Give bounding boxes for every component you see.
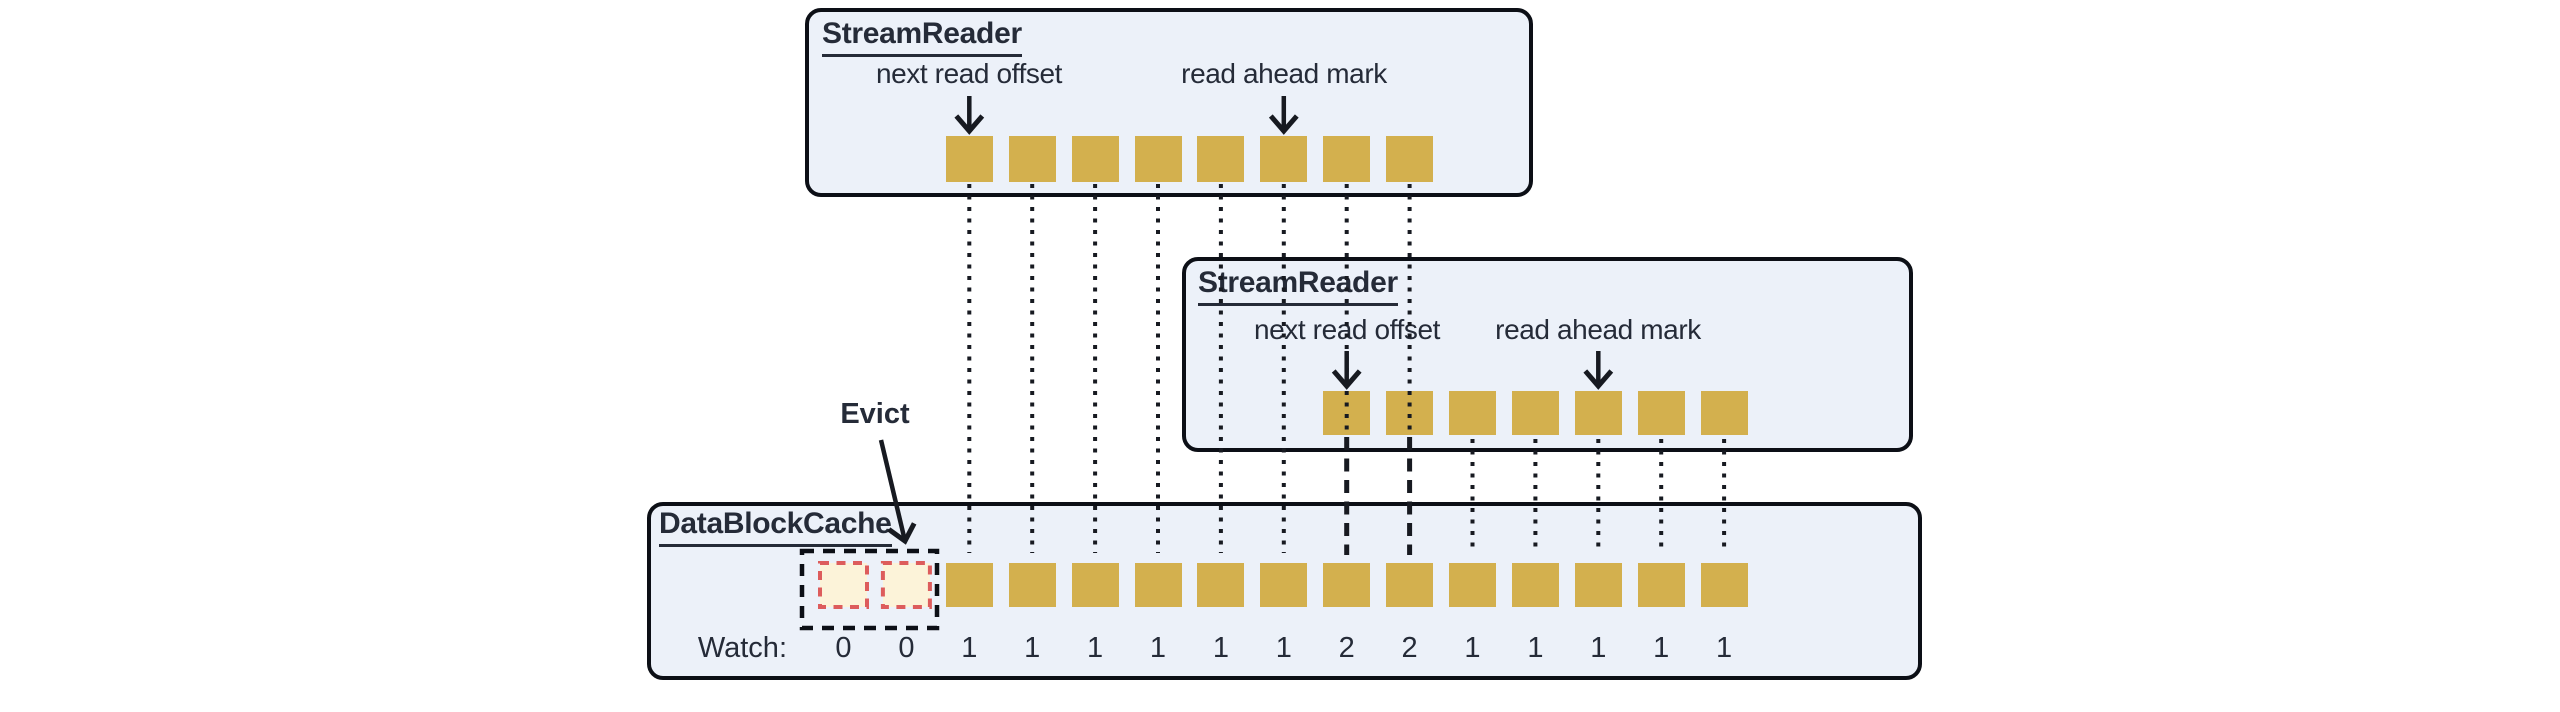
stream-reader-2-read-ahead-mark-label: read ahead mark [1495,314,1701,345]
stream-reader-1-block [1071,136,1119,182]
watch-value: 1 [1149,632,1167,664]
watch-value: 1 [1590,632,1607,664]
cache-block [1511,563,1559,607]
watch-value: 0 [898,632,915,664]
watch-value: 1 [1024,632,1041,664]
stream-reader-1-next-read-offset-label: next read offset [875,58,1063,89]
cache-block [1197,563,1245,607]
evict-label: Evict [840,398,910,430]
watch-value: 1 [1212,632,1229,664]
watch-value: 2 [1338,632,1355,664]
cache-block [1134,563,1182,607]
watch-value: 1 [1087,632,1104,664]
stream-reader-2-block [1386,391,1434,435]
stream-reader-2-block [1511,391,1559,435]
cache-block [1008,563,1056,607]
cache-block [1260,563,1308,607]
watch-value: 1 [1275,632,1292,664]
stream-reader-1-title: StreamReader [822,17,1022,57]
stream-reader-2-block [1574,391,1622,435]
cache-block [1700,563,1748,607]
cache-block [1323,563,1371,607]
stream-reader-2-block [1449,391,1496,435]
stream-reader-2-block [1323,391,1371,435]
stream-reader-1-block [1260,136,1308,182]
stream-reader-1-block [1386,136,1434,182]
watch-value: 1 [961,632,978,664]
watch-value: 2 [1401,632,1418,664]
cache-block [1449,563,1496,607]
stream-reader-1-block [1008,136,1056,182]
stream-reader-2-block [1700,391,1748,435]
cache-block [1386,563,1434,607]
cache-block [945,563,993,607]
stream-reader-2-block [1637,391,1685,435]
stream-reader-1-block [945,136,993,182]
cache-block [1574,563,1622,607]
cache-block [1637,563,1685,607]
watch-value: 1 [1716,632,1733,664]
stream-reader-1-read-ahead-mark-label: read ahead mark [1181,58,1387,89]
watch-value: 1 [1653,632,1670,664]
stream-reader-1-block [1197,136,1245,182]
watch-value: 1 [1527,632,1544,664]
stream-reader-2-title: StreamReader [1198,266,1398,306]
stream-reader-1-block [1323,136,1371,182]
watch-label: Watch: [697,632,787,664]
watch-value: 0 [835,632,852,664]
watch-value: 1 [1464,632,1481,664]
stream-reader-1-block [1134,136,1182,182]
data-block-cache-title: DataBlockCache [659,507,892,547]
cache-block [1071,563,1119,607]
